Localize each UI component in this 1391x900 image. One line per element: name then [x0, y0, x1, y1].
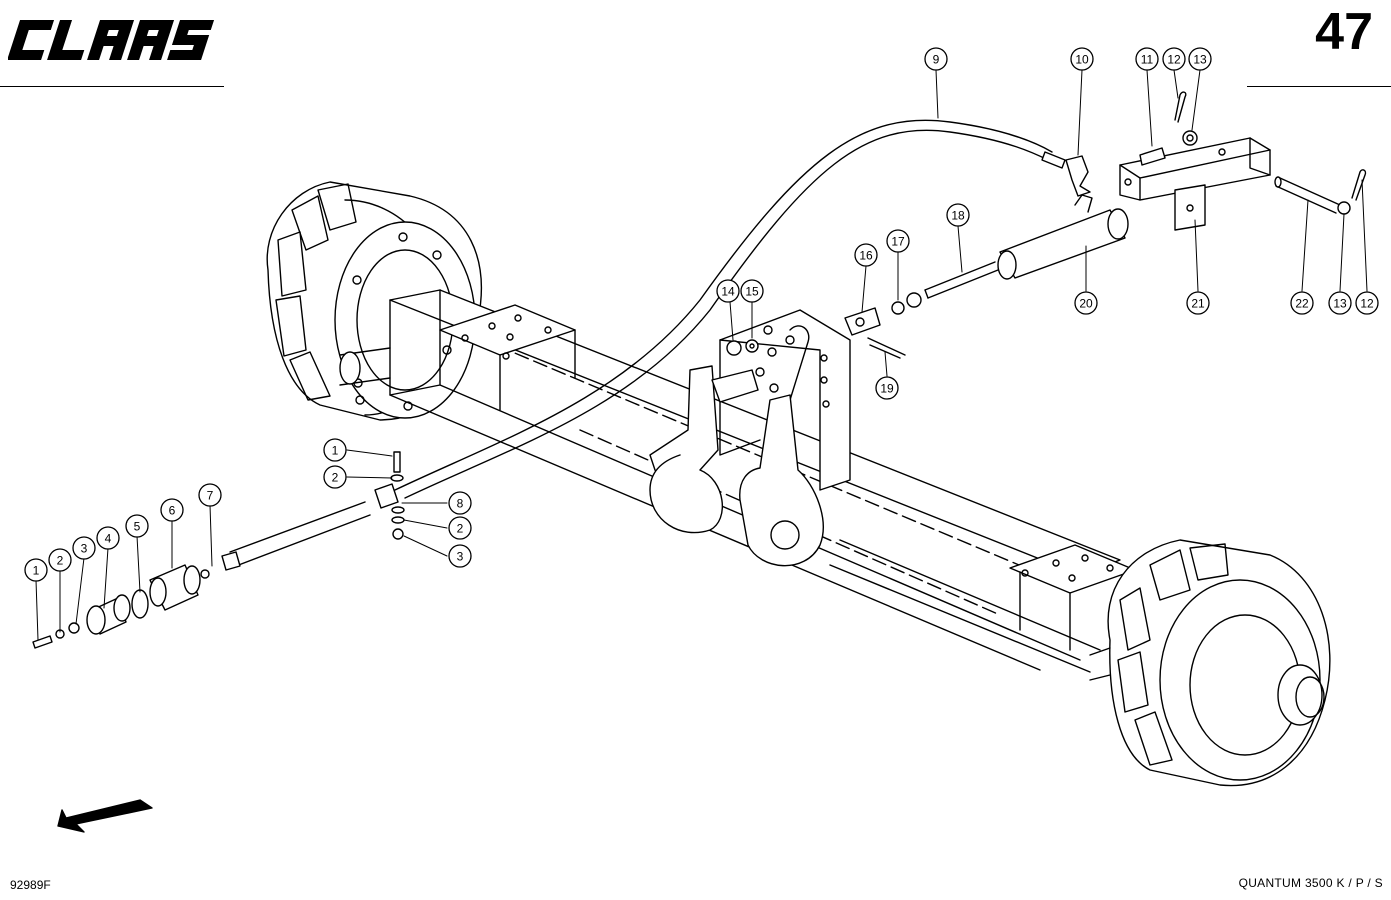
header-rule-left: [0, 86, 224, 87]
callout-label: 22: [1295, 297, 1309, 311]
callout-2: 2: [48, 548, 72, 572]
callout-18: 18: [946, 203, 970, 227]
brake-shaft-parts: [32, 451, 405, 649]
callout-label: 13: [1193, 53, 1207, 67]
callout-11: 11: [1135, 47, 1159, 71]
clevis-assembly: [726, 292, 922, 359]
model-designation: QUANTUM 3500 K / P / S: [1238, 876, 1383, 890]
leader-lines: [35, 69, 1368, 641]
brand-logo: [8, 20, 215, 60]
callout-3: 3: [72, 536, 96, 560]
callout-1: 1: [323, 438, 347, 462]
pin: [1274, 169, 1367, 215]
callout-label: 12: [1167, 53, 1181, 67]
callout-label: 1: [332, 444, 339, 458]
callout-19: 19: [875, 376, 899, 400]
direction-arrow-icon: [57, 799, 153, 833]
callout-6: 6: [160, 498, 184, 522]
drawing-number: 92989F: [10, 878, 51, 892]
callout-label: 13: [1333, 297, 1347, 311]
callout-10: 10: [1070, 47, 1094, 71]
callout-label: 10: [1075, 53, 1089, 67]
callout-label: 7: [207, 489, 214, 503]
callout-label: 2: [457, 522, 464, 536]
callout-label: 21: [1191, 297, 1205, 311]
callout-15: 15: [740, 279, 764, 303]
callout-label: 17: [891, 235, 905, 249]
callout-label: 11: [1141, 53, 1154, 67]
callout-label: 2: [57, 554, 64, 568]
callout-label: 14: [721, 285, 735, 299]
callout-label: 1: [33, 564, 40, 578]
callout-label: 12: [1360, 297, 1374, 311]
callout-label: 2: [332, 471, 339, 485]
callout-label: 3: [81, 542, 88, 556]
callout-label: 20: [1079, 297, 1093, 311]
callout-label: 6: [169, 504, 176, 518]
callout-13: 13: [1328, 291, 1352, 315]
callout-3: 3: [448, 544, 472, 568]
right-wheel-hub: [1089, 539, 1331, 787]
callout-13: 13: [1188, 47, 1212, 71]
callout-7: 7: [198, 483, 222, 507]
brake-cylinder: [997, 194, 1129, 280]
callout-2: 2: [323, 465, 347, 489]
callout-label: 9: [933, 53, 940, 67]
callout-21: 21: [1186, 291, 1210, 315]
cylinder-bracket: [1119, 137, 1271, 231]
header-rule-right: [1247, 86, 1391, 87]
callout-label: 15: [745, 285, 759, 299]
callout-2: 2: [448, 516, 472, 540]
callout-16: 16: [854, 243, 878, 267]
bolt-and-washer-top: [1139, 91, 1198, 166]
callout-label: 8: [457, 497, 464, 511]
callout-12: 12: [1162, 47, 1186, 71]
elbow-fitting: [1065, 155, 1091, 197]
callout-20: 20: [1074, 291, 1098, 315]
hydraulic-hose: [394, 119, 1066, 499]
page-number: 47: [1315, 3, 1373, 61]
callout-1: 1: [24, 558, 48, 582]
callout-label: 5: [134, 520, 141, 534]
callout-17: 17: [886, 229, 910, 253]
callout-label: 19: [880, 382, 894, 396]
callout-14: 14: [716, 279, 740, 303]
callout-4: 4: [96, 526, 120, 550]
callout-12: 12: [1355, 291, 1379, 315]
callout-22: 22: [1290, 291, 1314, 315]
callout-9: 9: [924, 47, 948, 71]
callout-label: 3: [457, 550, 464, 564]
center-bracket: [649, 309, 851, 567]
callout-8: 8: [448, 491, 472, 515]
callout-label: 4: [105, 532, 112, 546]
callout-5: 5: [125, 514, 149, 538]
callout-label: 18: [951, 209, 965, 223]
callout-label: 16: [859, 249, 873, 263]
piston-rod: [924, 261, 999, 299]
